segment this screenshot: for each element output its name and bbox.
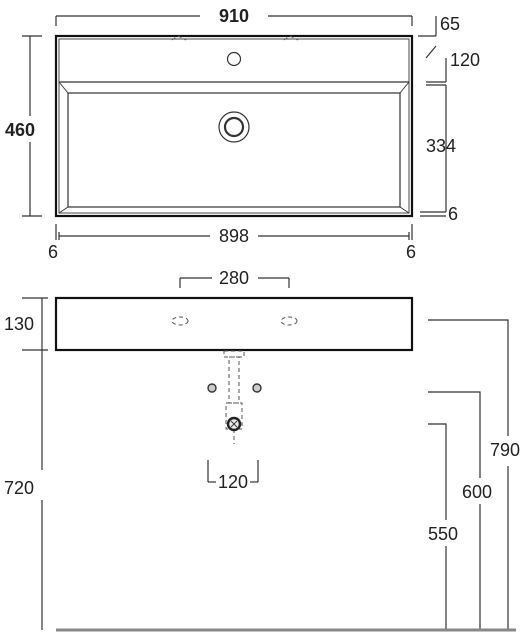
dim-left-side: 6 (48, 242, 58, 262)
dim-overall-width: 910 (219, 6, 249, 26)
hidden-hole-mark (283, 35, 299, 41)
bowl-outline (67, 92, 401, 208)
dim-height-790: 790 (490, 440, 520, 460)
bowl-bevel (58, 206, 69, 214)
wall-fixing-right (252, 383, 262, 393)
hidden-tap-hole-left (171, 316, 189, 326)
bowl-bevel (58, 81, 69, 94)
top-view: 910 460 65 120 334 6 6 898 6 (5, 6, 480, 262)
dim-bowl-width: 898 (219, 226, 249, 246)
bowl-bevel (399, 206, 410, 214)
dim-height-550: 550 (428, 524, 458, 544)
basin-front (54, 296, 414, 352)
hidden-tap-hole-right (280, 316, 298, 326)
dim-waste-spacing: 120 (218, 472, 248, 492)
waste-outlet-inner (223, 116, 245, 138)
basin-inner-rim (58, 38, 410, 214)
waste-outlet-outer (218, 111, 250, 143)
front-view: 280 130 120 720 790 (4, 268, 520, 632)
dim-overall-depth: 460 (5, 120, 35, 140)
dim-deck-depth: 65 (440, 14, 460, 34)
dim-front-rim: 6 (448, 204, 458, 224)
dim-right-side: 6 (406, 242, 416, 262)
dim-basin-height: 130 (4, 314, 34, 334)
tap-hole (226, 51, 242, 67)
bowl-bevel (399, 81, 410, 94)
basin-outline-top (54, 34, 414, 218)
dim-height-600: 600 (462, 482, 492, 502)
dim-hole-spacing: 280 (219, 268, 249, 288)
dim-bowl-depth: 334 (426, 136, 456, 156)
hidden-hole-mark (171, 35, 187, 41)
dim-floor-to-top: 720 (4, 478, 34, 498)
wall-fixing-left (207, 383, 217, 393)
dim-rim-depth: 120 (450, 50, 480, 70)
